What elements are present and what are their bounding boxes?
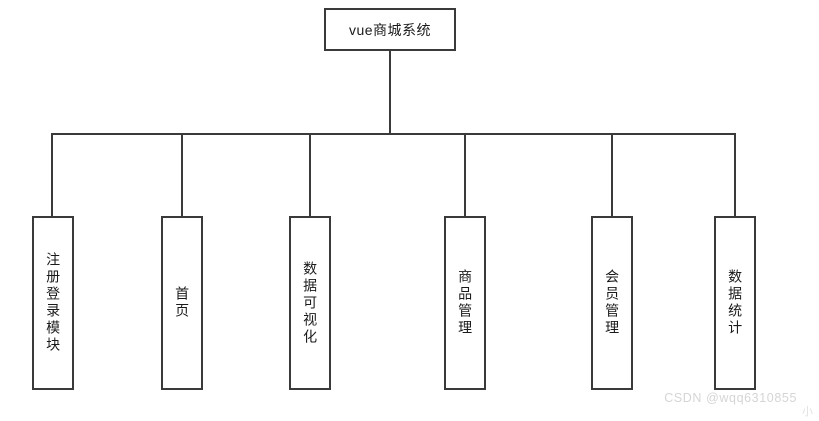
node-label-data-statistics: 数据统计 [727,269,744,337]
node-label-member-management: 会员管理 [604,269,621,337]
node-register-login-module[interactable]: 注册登录模块 [32,216,74,390]
node-data-statistics[interactable]: 数据统计 [714,216,756,390]
node-root[interactable]: vue商城系统 [324,8,456,51]
node-member-management[interactable]: 会员管理 [591,216,633,390]
connector-branch-6 [734,133,736,217]
node-label-product-management: 商品管理 [457,269,474,337]
node-label-home: 首页 [174,286,191,320]
node-root-label: vue商城系统 [348,21,432,38]
node-label-register-login-module: 注册登录模块 [45,252,62,354]
node-label-data-visualization: 数据可视化 [302,260,319,346]
node-product-management[interactable]: 商品管理 [444,216,486,390]
node-home[interactable]: 首页 [161,216,203,390]
connector-horizontal-bus [51,133,736,135]
corner-watermark: 小 [802,406,813,418]
connector-branch-5 [611,133,613,217]
csdn-watermark: CSDN @wqq6310855 [664,391,797,405]
connector-branch-2 [181,133,183,217]
connector-branch-4 [464,133,466,217]
node-data-visualization[interactable]: 数据可视化 [289,216,331,390]
connector-branch-1 [51,133,53,217]
connector-branch-3 [309,133,311,217]
connector-root-stem [389,50,391,135]
